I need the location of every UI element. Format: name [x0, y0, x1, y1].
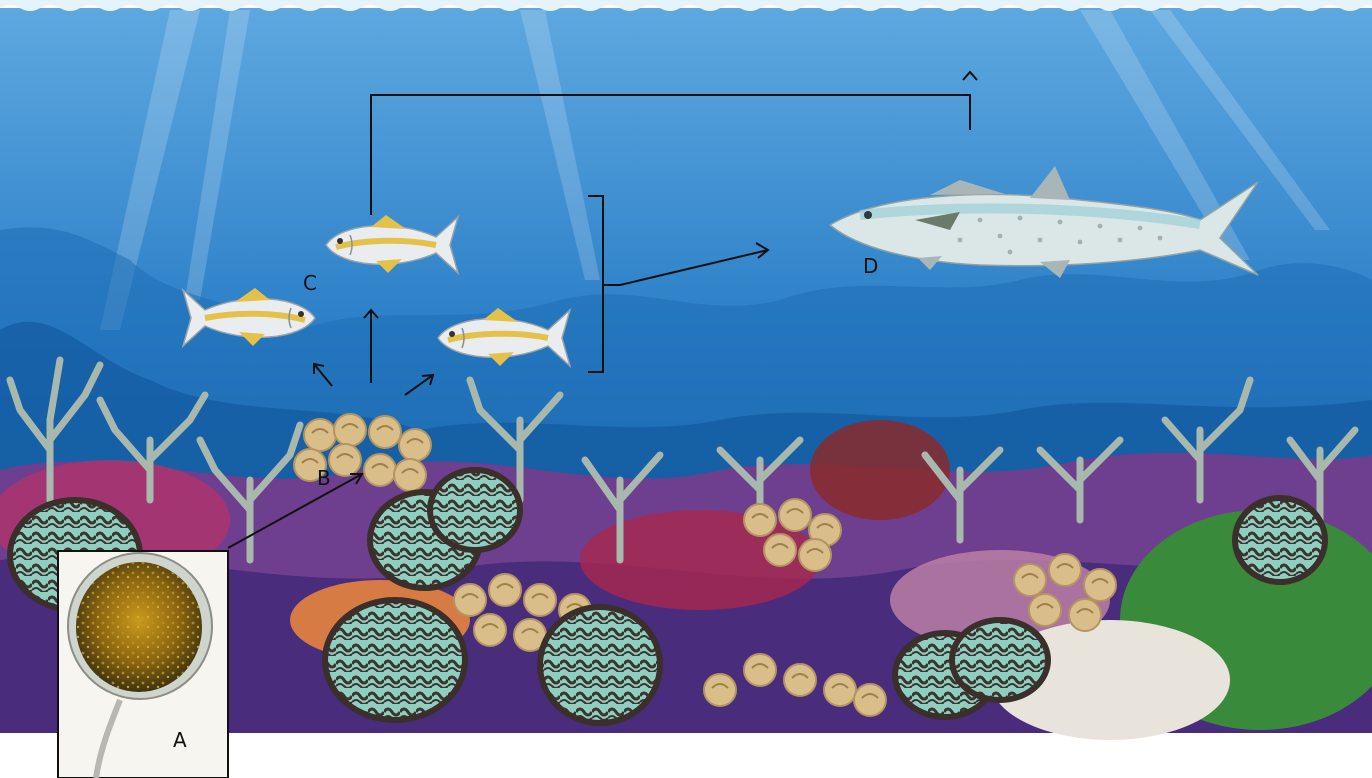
inset-a	[58, 551, 228, 778]
label-c: C	[303, 271, 317, 295]
label-b: B	[317, 466, 331, 490]
label-a: A	[173, 728, 187, 752]
label-d: D	[863, 254, 878, 278]
